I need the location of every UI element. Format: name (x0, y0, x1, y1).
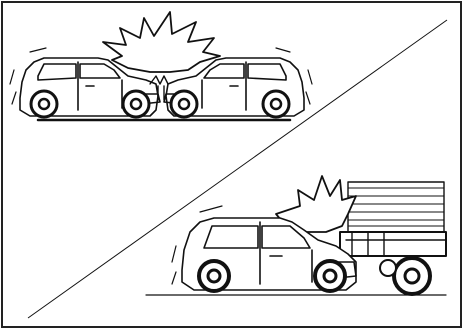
head-on-scene (10, 12, 312, 120)
impact-burst-icon (103, 12, 220, 72)
truck-collision-scene (146, 176, 446, 295)
